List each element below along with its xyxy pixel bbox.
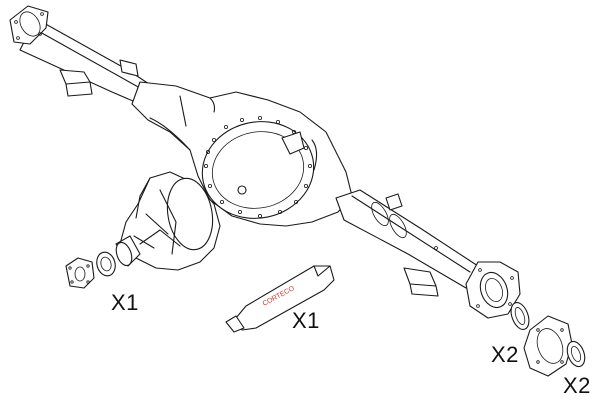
differential-carrier [115, 171, 221, 271]
bearing-retainer [523, 315, 586, 377]
sealant-quantity-label: X1 [292, 308, 320, 333]
sealant-tube: CORTECO [225, 265, 335, 333]
axle-housing [9, 5, 521, 319]
axle-shaft-seal [510, 302, 530, 330]
pinion-flange-and-seal [65, 251, 116, 289]
pinion-kit-quantity-label: X1 [111, 290, 139, 315]
shaft-seal-quantity-label: X2 [491, 342, 519, 367]
retainer-quantity-label: X2 [563, 373, 591, 398]
